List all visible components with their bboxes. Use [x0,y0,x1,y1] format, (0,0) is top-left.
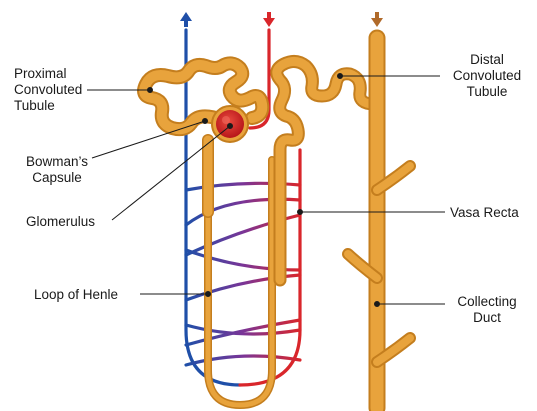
label-bowmans-capsule: Bowman’s Capsule [26,154,88,186]
label-collecting-duct: Collecting Duct [442,294,532,326]
tubules [144,38,410,408]
label-vasa-recta: Vasa Recta [450,205,519,221]
label-proximal-convoluted-tubule: Proximal Convoluted Tubule [14,66,82,114]
loop-of-henle [208,150,272,405]
red-arrow-icon [263,12,275,27]
label-loop-of-henle: Loop of Henle [34,287,118,303]
blue-arrow-icon [180,12,192,27]
brown-arrow-icon [371,12,383,27]
label-distal-convoluted-tubule: Distal Convoluted Tubule [442,52,532,100]
capillary-8 [186,356,300,365]
flow-arrows [180,12,383,27]
label-glomerulus: Glomerulus [26,214,95,230]
